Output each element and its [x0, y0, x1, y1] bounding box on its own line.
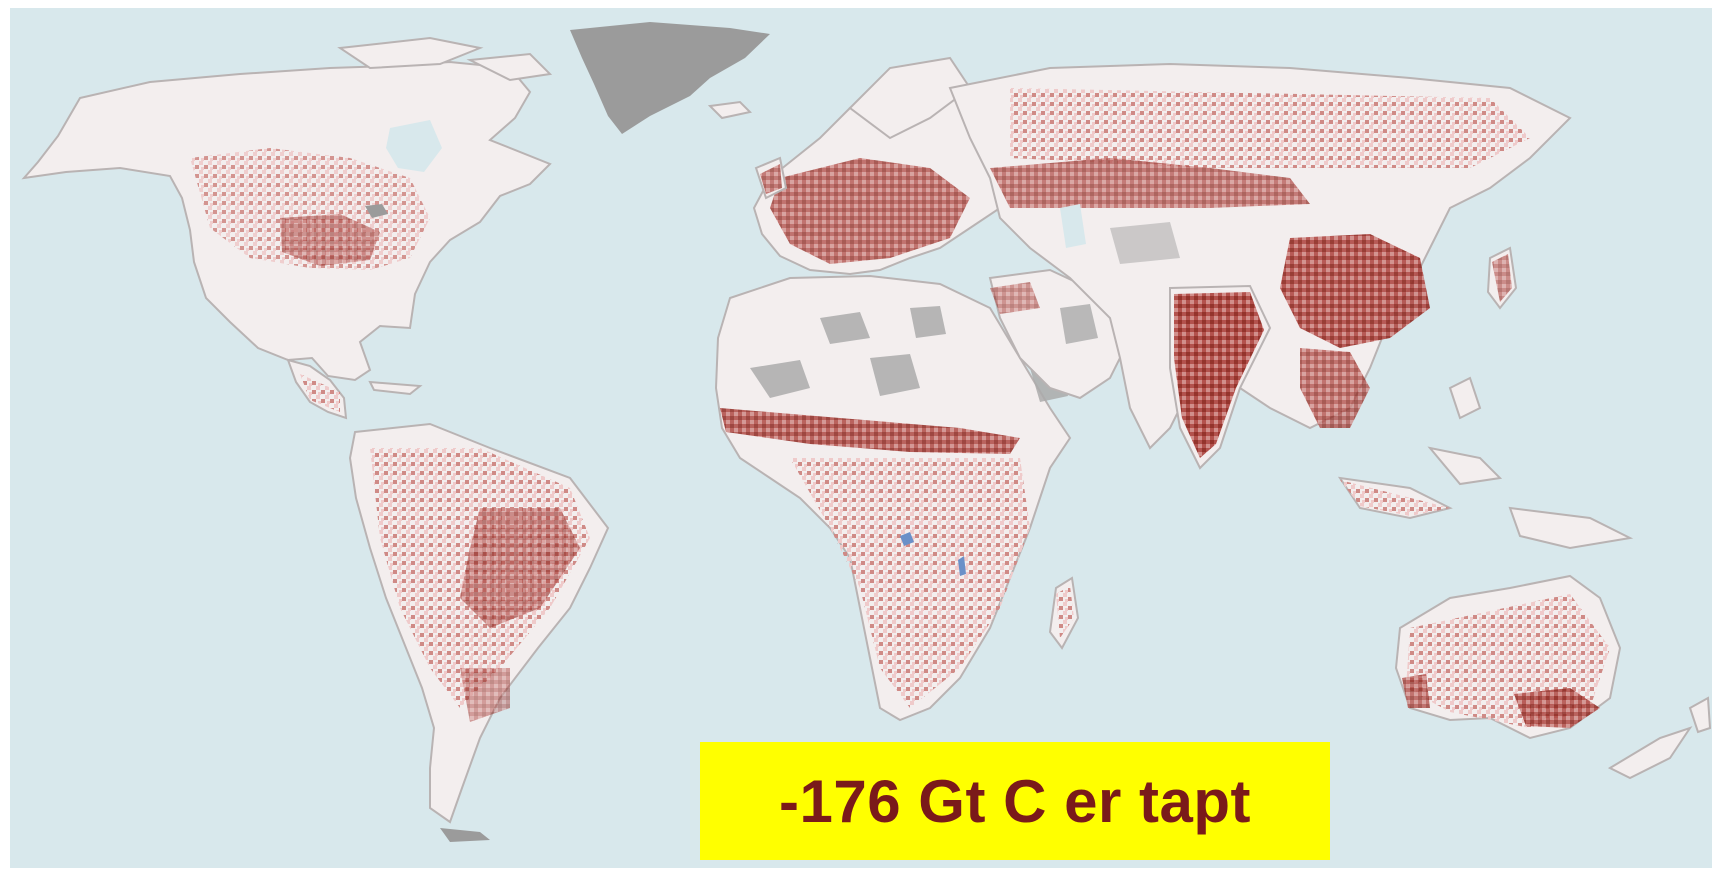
carbon-loss-callout: -176 Gt C er tapt: [700, 742, 1330, 860]
africa: [714, 274, 1080, 722]
greenland-landmass: [570, 22, 770, 134]
central-america: [286, 358, 423, 420]
asia: [948, 62, 1634, 550]
carbon-loss-text: -176 Gt C er tapt: [779, 767, 1251, 835]
world-map-panel: [10, 8, 1712, 868]
north-america: [21, 36, 553, 382]
south-america: [348, 422, 610, 824]
antarctic-peninsula: [440, 828, 490, 842]
europe: [707, 56, 1012, 276]
australia: [1394, 574, 1712, 780]
world-map: [10, 8, 1712, 868]
